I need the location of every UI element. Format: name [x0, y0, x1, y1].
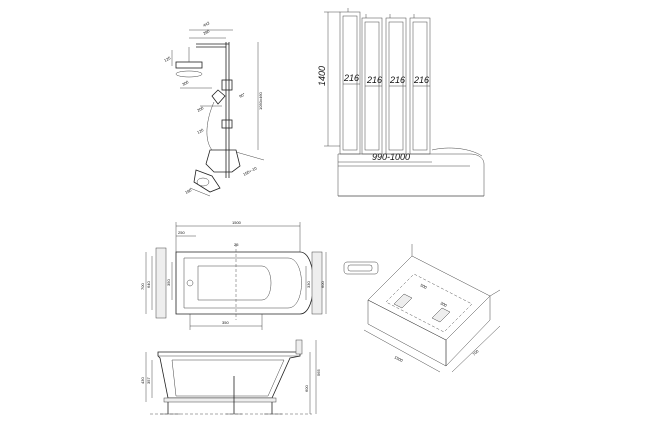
lower-bracket: [221, 119, 233, 129]
tub-drain: [186, 279, 194, 287]
dim-90-label: 90°: [238, 91, 246, 98]
spout: [193, 169, 221, 193]
niche-iso-drawing: 1500 700 500 300: [343, 244, 501, 373]
tub-outline: [175, 251, 314, 315]
dim-250-label: 250: [178, 230, 185, 235]
hand-shower-slider: [221, 79, 233, 91]
dim-150-line: [235, 151, 265, 161]
dim-640-label: 640: [146, 281, 151, 288]
bath-screen-drawing: 1400 216 216 216 216 990-1000: [317, 8, 485, 197]
dim-25-label: 25: [234, 242, 239, 247]
panel-width-label-1: 216: [343, 73, 359, 83]
tub-thumbnail-inner: [347, 264, 373, 272]
dim-565-label: 565: [316, 369, 321, 376]
dim-330-label: 330: [306, 281, 311, 288]
tub-side-body: [157, 351, 301, 399]
panel-width-label-4: 216: [413, 75, 429, 85]
tub-side-drawing: 430 357 600 565: [140, 339, 321, 415]
dim-1050-label: 1050±460: [258, 91, 263, 110]
niche-dim-500-label: 500: [420, 282, 429, 290]
bath-front-panel: [337, 153, 485, 197]
tub-length-label: 1500: [232, 220, 242, 225]
screen-panel-1-inner: [342, 15, 358, 151]
panel-width-label-3: 216: [389, 75, 405, 85]
niche-side-face: [445, 295, 491, 367]
thermostatic-mixer: [205, 149, 241, 173]
niche-cutout: [385, 273, 473, 333]
dim-430-label: 430: [140, 377, 145, 384]
tub-plan-drawing: 1500 250 25 700 640 350 330 600 350: [140, 220, 327, 330]
niche-width-label: 700: [471, 348, 480, 357]
rain-head-face: [175, 70, 203, 78]
dim-350-label: 350: [166, 279, 171, 286]
rain-shower-head: [175, 61, 203, 69]
dim-600s-label: 600: [304, 385, 309, 392]
niche-dim-300-label: 300: [440, 300, 449, 308]
dim-120-label: 120: [196, 127, 205, 135]
dim-280-label: 280: [202, 28, 211, 36]
dim-200-label: 200: [196, 105, 205, 113]
bath-rim-curve: [431, 147, 483, 157]
niche-front-face: [367, 299, 447, 367]
spout-outlet: [196, 177, 210, 187]
dim-442-label: 442: [202, 20, 211, 28]
dim-357-label: 357: [146, 377, 151, 384]
tub-thumbnail: [343, 261, 379, 275]
shower-system-drawing: 442 280 125 1050±460 300 200 120 90° 150…: [163, 20, 265, 197]
shower-hose: [206, 101, 215, 151]
right-support-leg: [311, 251, 323, 315]
support-block-1: [393, 293, 413, 309]
dim-180-line: [189, 187, 211, 197]
tub-basin: [197, 265, 272, 301]
dim-350b-label: 350: [222, 320, 229, 325]
overflow-fitting: [295, 339, 303, 355]
left-support-leg: [155, 247, 167, 319]
tub-width-label: 700: [140, 283, 145, 290]
niche-width-dim-line: [451, 325, 501, 373]
dim-300-label: 300: [181, 79, 190, 87]
dim-150-label: 150+-10: [242, 165, 258, 177]
screen-height-label: 1400: [317, 66, 327, 86]
panel-width-label-2: 216: [366, 75, 382, 85]
tub-side-frame: [163, 397, 277, 403]
tub-inner-rim: [183, 257, 302, 309]
screen-width-label: 990-1000: [372, 152, 410, 162]
niche-length-label: 1500: [394, 354, 405, 363]
niche-top-face: [367, 255, 491, 341]
dim-600-label: 600: [320, 281, 325, 288]
hand-shower: [211, 89, 226, 105]
support-block-2: [431, 307, 451, 323]
dim-125-label: 125: [163, 55, 172, 63]
wall-line-right: [489, 289, 501, 297]
tub-side-inner: [171, 359, 285, 397]
dim-180-label: 180: [184, 187, 193, 195]
niche-length-dim-line: [363, 329, 441, 373]
